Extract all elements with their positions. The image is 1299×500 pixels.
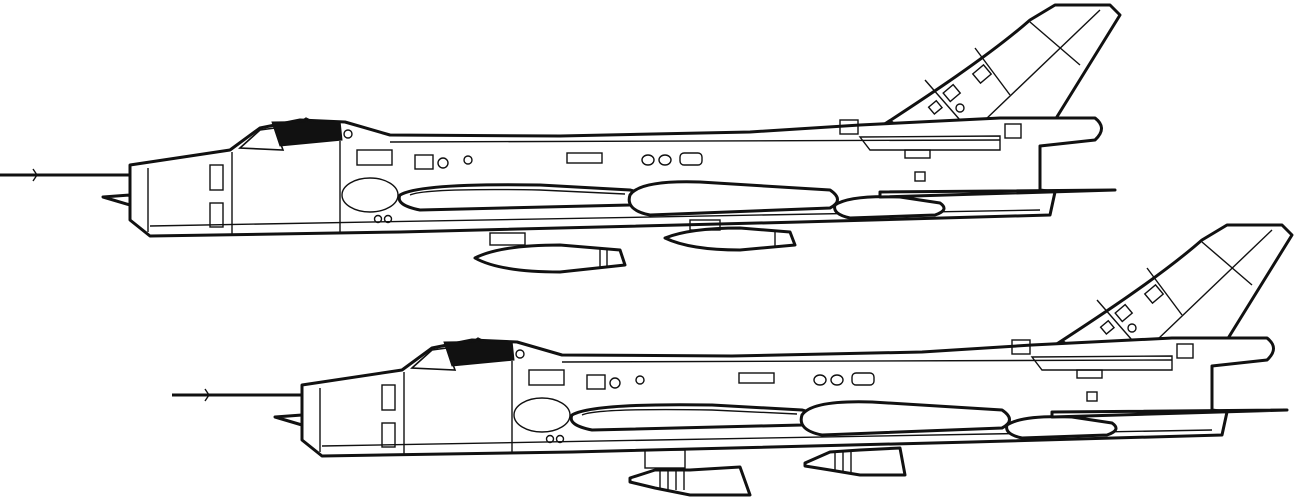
aircraft-bottom [170,223,1294,497]
rocket-pod-stores [628,446,907,497]
aircraft-top [0,3,1122,274]
